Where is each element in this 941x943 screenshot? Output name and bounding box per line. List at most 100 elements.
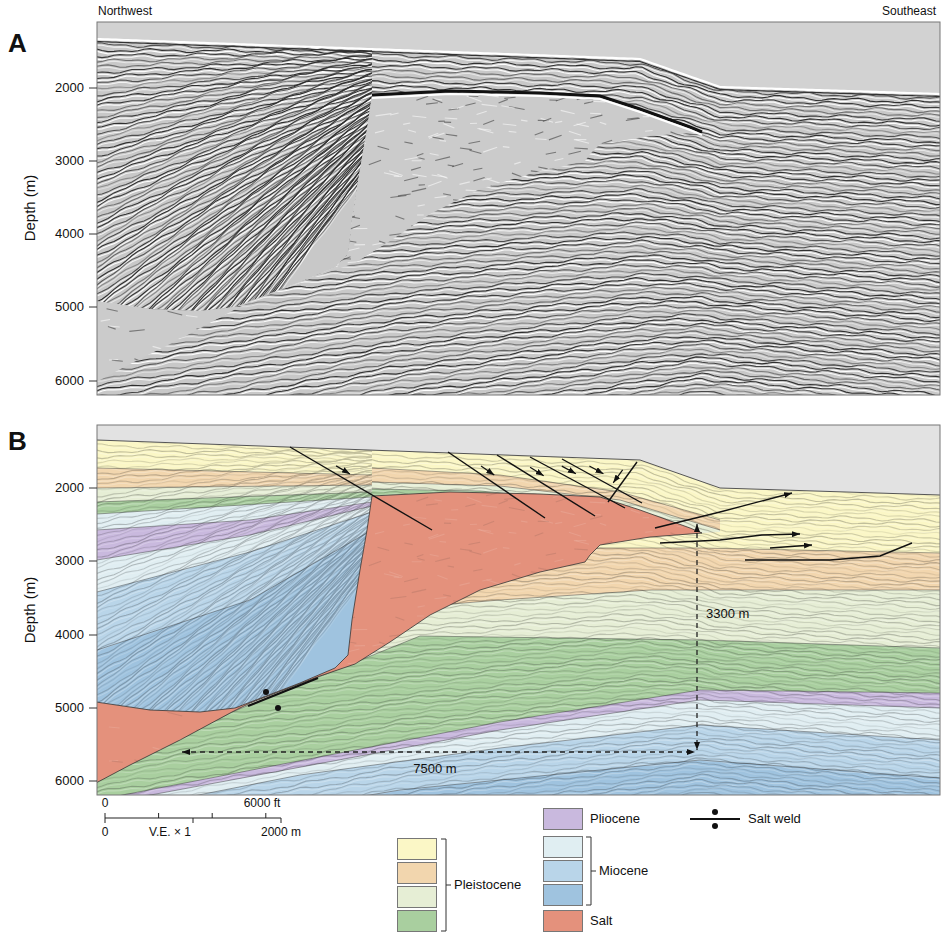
salt-texture	[405, 367, 419, 371]
salt-texture	[200, 299, 211, 302]
salt-texture	[570, 761, 582, 764]
salt-texture	[501, 106, 514, 108]
salt-texture	[590, 115, 602, 118]
salt-texture	[724, 330, 731, 332]
salt-texture	[124, 597, 133, 600]
salt-texture	[662, 755, 677, 760]
salt-texture	[372, 681, 388, 685]
salt-texture	[459, 182, 469, 184]
thrust-fault	[660, 534, 800, 543]
salt-texture	[136, 251, 152, 255]
legend-bracket	[586, 837, 596, 905]
salt-texture	[131, 563, 140, 566]
salt-texture	[517, 749, 530, 751]
salt-texture	[602, 140, 612, 143]
salt-texture	[101, 487, 112, 491]
salt-texture	[152, 275, 163, 278]
salt-texture	[509, 532, 517, 534]
salt-texture	[452, 163, 463, 166]
salt-texture	[328, 553, 343, 557]
salt-chaos	[97, 487, 740, 795]
salt-texture	[303, 706, 309, 707]
salt-texture	[234, 758, 247, 762]
salt-texture	[156, 259, 171, 261]
direction-label: Northwest	[98, 5, 152, 19]
dimension-arrow	[182, 751, 695, 752]
salt-texture	[294, 363, 308, 364]
salt-texture	[433, 665, 448, 668]
salt-texture	[370, 769, 386, 771]
salt-texture	[306, 745, 316, 747]
salt-texture	[482, 781, 491, 784]
salt-texture	[681, 581, 687, 583]
salt-texture	[167, 513, 181, 517]
salt-texture	[470, 655, 481, 657]
salt-texture	[443, 124, 454, 128]
salt-texture	[186, 316, 198, 318]
salt-texture	[286, 92, 299, 93]
salt-texture	[638, 705, 649, 707]
scale-tick	[193, 818, 194, 823]
salt-texture	[404, 578, 418, 582]
salt-texture	[448, 109, 459, 110]
seismic-reflector	[97, 386, 940, 395]
salt-texture	[645, 531, 652, 533]
salt-texture	[209, 389, 221, 392]
seismic-reflector	[97, 758, 940, 795]
normal-fault	[562, 459, 642, 503]
salt-texture	[126, 225, 141, 228]
salt-texture	[271, 278, 285, 280]
salt-texture	[396, 379, 409, 381]
salt-texture	[584, 101, 593, 103]
salt-texture	[292, 165, 300, 167]
salt-texture	[617, 143, 631, 144]
salt-texture	[612, 732, 621, 733]
salt-texture	[124, 521, 137, 526]
salt-texture	[300, 361, 310, 362]
salt-texture	[565, 266, 577, 269]
salt-texture	[216, 272, 232, 275]
salt-texture	[297, 595, 312, 596]
panel-frame	[97, 425, 940, 795]
salt-texture	[523, 313, 538, 314]
salt-texture	[378, 547, 390, 550]
salt-texture	[395, 348, 404, 350]
salt-texture	[262, 104, 277, 106]
salt-texture	[680, 595, 689, 598]
salt-texture	[283, 147, 298, 149]
salt-texture	[538, 568, 547, 570]
salt-texture	[274, 215, 284, 218]
salt-texture	[486, 179, 499, 183]
salt-texture	[122, 376, 131, 378]
salt-texture	[613, 545, 629, 549]
salt-texture	[321, 660, 331, 662]
salt-texture	[312, 108, 321, 110]
salt-texture	[656, 546, 669, 548]
salt-texture	[602, 357, 608, 359]
salt-texture	[349, 225, 360, 229]
salt-texture	[462, 756, 468, 758]
salt-texture	[226, 330, 233, 332]
salt-texture	[389, 634, 404, 636]
salt-texture	[156, 157, 164, 159]
salt-texture	[398, 239, 405, 240]
salt-texture	[268, 87, 278, 90]
salt-texture	[526, 336, 541, 339]
salt-texture	[561, 365, 571, 368]
salt-texture	[595, 243, 607, 244]
salt-texture	[432, 137, 443, 139]
salt-texture	[444, 523, 451, 524]
salt-texture	[412, 174, 426, 176]
salt-texture	[206, 150, 219, 155]
salt-texture	[678, 207, 686, 209]
salt-texture	[523, 714, 538, 715]
salt-weld	[248, 678, 318, 706]
salt-texture	[563, 647, 571, 649]
salt-texture	[200, 700, 211, 703]
salt-texture	[629, 546, 643, 549]
salt-texture	[301, 551, 316, 555]
salt-texture	[557, 387, 564, 389]
salt-texture	[594, 750, 608, 755]
salt-texture	[233, 201, 247, 206]
salt-texture	[125, 695, 135, 697]
